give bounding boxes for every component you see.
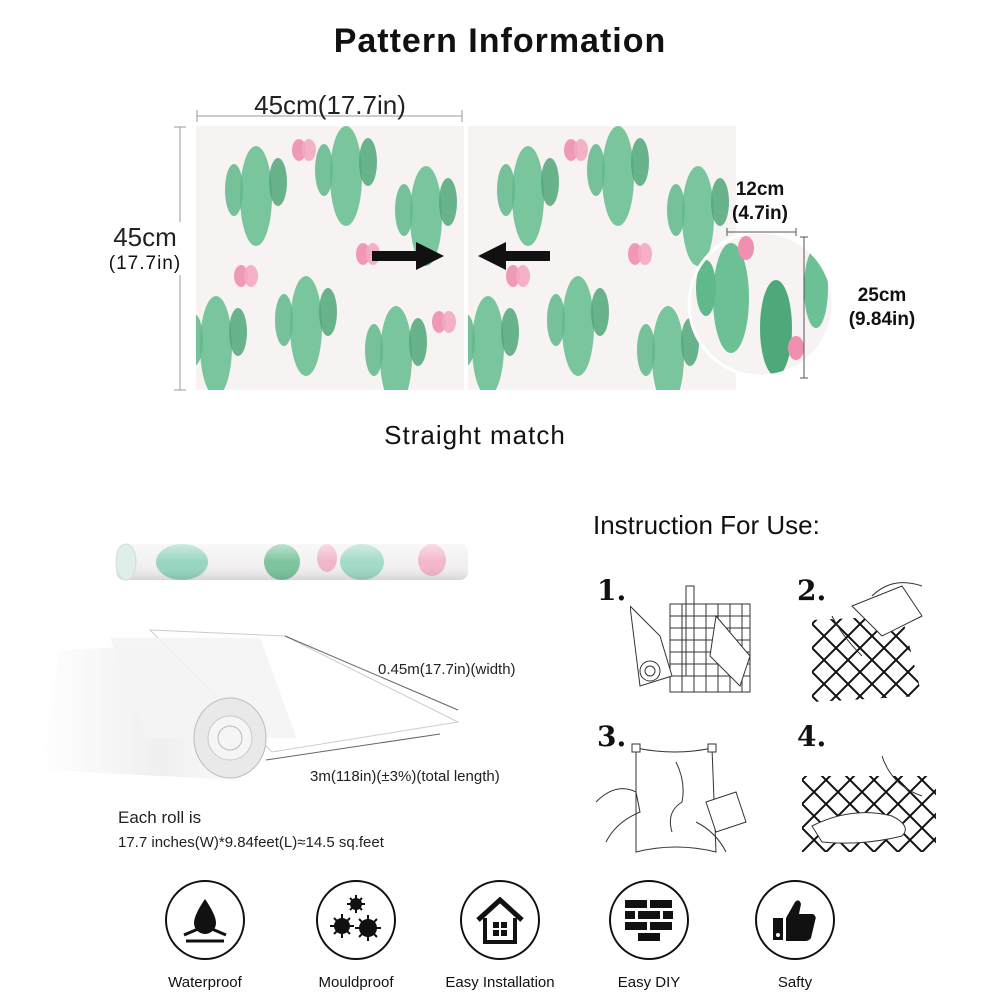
width-dimension-line [196, 110, 463, 122]
step-4-smooth-illustration [802, 756, 936, 852]
water-drop-icon [165, 880, 245, 960]
roll-length-label: 3m(118in)(±3%)(total length) [310, 768, 500, 785]
repeat-height-line [800, 236, 808, 379]
pattern-height-label: 45cm (17.7in) [100, 222, 190, 275]
step-2-peel-illustration [812, 582, 923, 702]
page-title: Pattern Information [333, 22, 667, 60]
feature-easy-installation: Easy Installation [440, 880, 560, 991]
pattern-height-in: (17.7in) [108, 253, 182, 274]
feature-waterproof: Waterproof [145, 880, 265, 991]
feature-mouldproof-label: Mouldproof [318, 974, 394, 991]
repeat-width-cm: 12cm [735, 179, 785, 200]
feature-mouldproof: Mouldproof [296, 880, 416, 991]
repeat-height-in: (9.84in) [848, 309, 916, 330]
match-type-label: Straight match [384, 420, 566, 450]
feature-safty: Safty [735, 880, 855, 991]
repeat-width-line [726, 228, 797, 236]
thumbs-up-icon [755, 880, 835, 960]
feature-waterproof-label: Waterproof [168, 974, 242, 991]
step-3-apply-illustration [596, 743, 747, 853]
repeat-width-in: (4.7in) [732, 203, 788, 224]
pattern-height-cm: 45cm [113, 222, 177, 252]
arrow-right-icon [372, 242, 444, 270]
step-3-number: 3. [597, 720, 627, 753]
step-1-number: 1. [597, 574, 627, 607]
feature-easy-diy: Easy DIY [589, 880, 709, 991]
repeat-height-cm: 25cm [857, 285, 907, 306]
pattern-width-label: 45cm(17.7in) [254, 90, 406, 120]
feature-easy-diy-label: Easy DIY [617, 974, 681, 991]
instructions-title: Instruction For Use: [593, 510, 820, 540]
brick-wall-icon [609, 880, 689, 960]
unrolled-wallpaper-image [40, 629, 460, 780]
feature-easy-installation-label: Easy Installation [445, 974, 555, 991]
house-icon [460, 880, 540, 960]
mould-icon [316, 880, 396, 960]
feature-safty-label: Safty [777, 974, 813, 991]
repeat-width-label: 12cm (4.7in) [710, 178, 810, 226]
step-4-number: 4. [797, 720, 827, 753]
each-roll-heading: Each roll is [118, 808, 202, 827]
step-1-measure-cut-illustration [630, 585, 751, 693]
arrow-left-icon [478, 242, 550, 270]
each-roll-spec: 17.7 inches(W)*9.84feet(L)≈14.5 sq.feet [118, 834, 384, 851]
repeat-height-label: 25cm (9.84in) [832, 284, 932, 332]
roll-width-label: 0.45m(17.7in)(width) [378, 661, 516, 678]
rolled-wallpaper-image [115, 543, 468, 581]
repeat-magnifier [687, 230, 835, 378]
step-2-number: 2. [797, 574, 827, 607]
